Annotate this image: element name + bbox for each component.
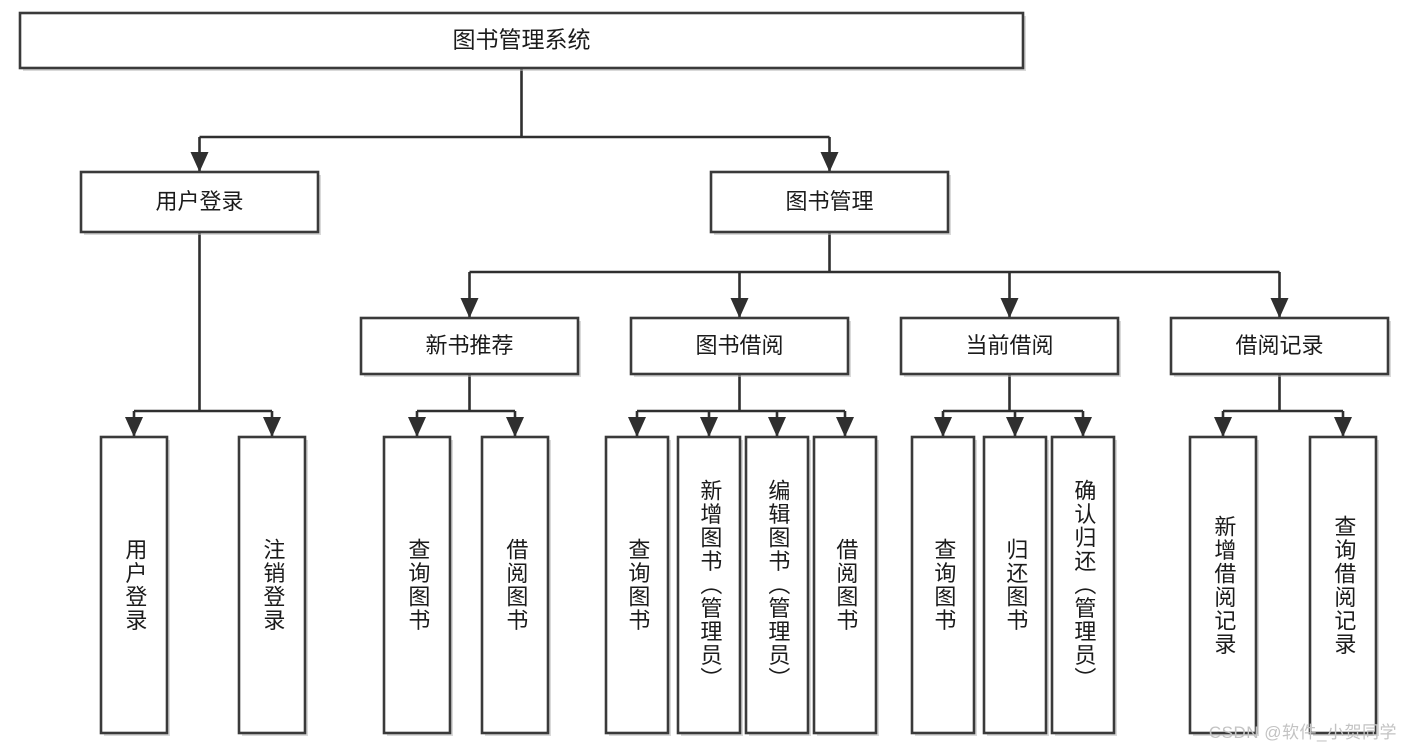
arrow-head-icon <box>820 152 839 172</box>
arrow-head-icon <box>1270 298 1289 318</box>
node-leaf-query-book-2[interactable] <box>604 435 670 735</box>
arrow-head-icon <box>460 298 479 318</box>
arrow-head-icon <box>836 417 854 437</box>
arrow-head-icon <box>1334 417 1352 437</box>
arrow-head-icon <box>934 417 952 437</box>
node-box-layer <box>18 11 1391 736</box>
node-root[interactable] <box>18 11 1025 70</box>
node-root-label: 图书管理系统 <box>453 27 591 53</box>
node-leaf-logout-login[interactable] <box>237 435 307 735</box>
node-leaf-query-book-3[interactable] <box>910 435 976 735</box>
arrow-head-icon <box>1006 417 1024 437</box>
arrow-head-icon <box>628 417 646 437</box>
connector-layer <box>125 68 1352 437</box>
node-new-book-recommend-label: 新书推荐 <box>425 333 513 358</box>
arrow-head-icon <box>730 298 749 318</box>
node-leaf-query-book-1[interactable] <box>382 435 452 735</box>
node-leaf-edit-book[interactable] <box>744 435 810 735</box>
arrow-head-icon <box>506 417 524 437</box>
node-leaf-confirm-return[interactable] <box>1050 435 1116 735</box>
node-leaf-query-record[interactable] <box>1308 435 1378 735</box>
node-borrow-record-label: 借阅记录 <box>1235 333 1323 358</box>
arrow-head-icon <box>125 417 143 437</box>
arrow-head-icon <box>1000 298 1019 318</box>
arrow-head-icon <box>408 417 426 437</box>
arrow-head-icon <box>1214 417 1232 437</box>
node-book-borrow-label: 图书借阅 <box>695 333 783 358</box>
arrow-head-icon <box>263 417 281 437</box>
arrow-head-icon <box>768 417 786 437</box>
arrow-head-icon <box>1074 417 1092 437</box>
node-user-login[interactable] <box>79 170 320 234</box>
node-leaf-return-book[interactable] <box>982 435 1048 735</box>
node-leaf-add-book[interactable] <box>676 435 742 735</box>
arrow-head-icon <box>190 152 209 172</box>
node-book-management-label: 图书管理 <box>785 189 873 214</box>
node-borrow-record[interactable] <box>1169 316 1390 376</box>
node-book-management[interactable] <box>709 170 950 234</box>
node-book-borrow[interactable] <box>629 316 850 376</box>
node-leaf-user-login[interactable] <box>99 435 169 735</box>
node-new-book-recommend[interactable] <box>359 316 580 376</box>
node-leaf-borrow-book-2[interactable] <box>812 435 878 735</box>
node-current-borrow-label: 当前借阅 <box>965 333 1053 358</box>
node-current-borrow[interactable] <box>899 316 1120 376</box>
node-leaf-borrow-book-1[interactable] <box>480 435 550 735</box>
csdn-watermark: CSDN @软件_小贺同学 <box>1208 723 1397 742</box>
arrow-head-icon <box>700 417 718 437</box>
node-user-login-label: 用户登录 <box>155 189 243 214</box>
node-leaf-add-record[interactable] <box>1188 435 1258 735</box>
